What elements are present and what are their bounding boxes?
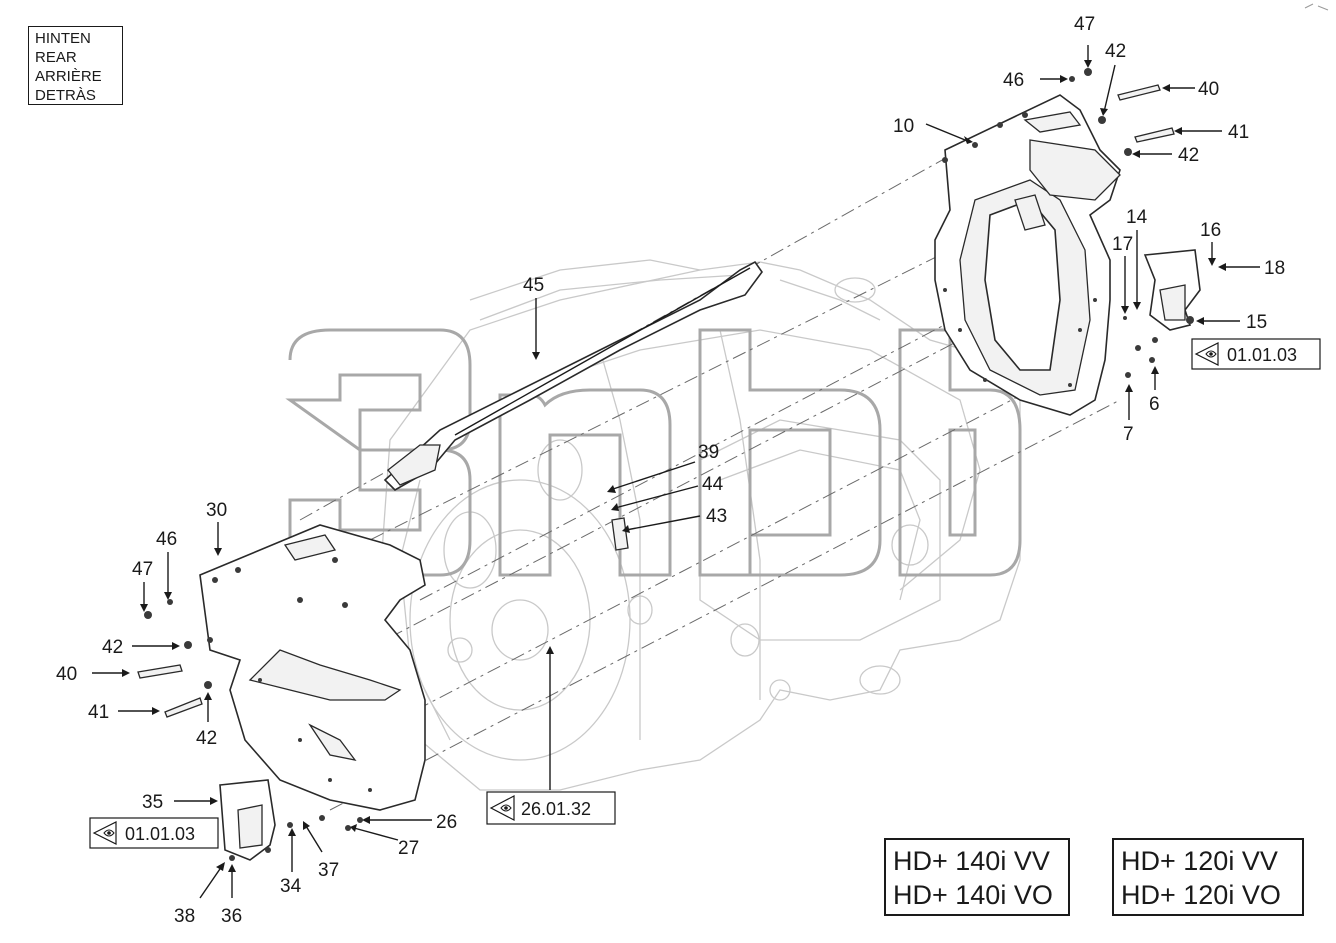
callout-41-top: 41 (1228, 122, 1249, 143)
callout-46-left: 46 (156, 529, 177, 550)
reference-code-left: 01.01.03 (125, 824, 195, 844)
eye-icon (489, 795, 515, 821)
orientation-line-1: HINTEN (35, 30, 91, 47)
callout-39: 39 (698, 442, 719, 463)
callout-36: 36 (221, 906, 242, 927)
reference-code-center: 26.01.32 (521, 799, 591, 819)
callout-34: 34 (280, 876, 302, 897)
eye-icon (1194, 342, 1219, 366)
callout-47-left: 47 (132, 559, 153, 580)
callout-27: 27 (398, 838, 419, 859)
reference-box-left[interactable]: 01.01.03 (89, 817, 219, 849)
leader-arrows (92, 45, 1260, 899)
watermark-logo: TM (285, 321, 1022, 577)
part-rail-45 (383, 260, 763, 491)
model-box-140i: HD+ 140i VV HD+ 140i VO (884, 838, 1070, 916)
callout-43: 43 (706, 506, 727, 527)
part-bracket-15 (1069, 68, 1201, 378)
orientation-label: HINTEN REAR ARRIÈRE DETRÀS (28, 26, 123, 105)
ghost-housing (379, 259, 1021, 791)
callout-42-top: 42 (1105, 41, 1126, 62)
callout-30: 30 (206, 500, 227, 521)
callout-16: 16 (1200, 220, 1221, 241)
orientation-line-4: DETRÀS (35, 87, 96, 104)
callout-10: 10 (893, 116, 914, 137)
orientation-line-3: ARRIÈRE (35, 68, 102, 85)
orientation-line-2: REAR (35, 49, 77, 66)
model-140i-vo: HD+ 140i VO (893, 880, 1053, 910)
part-cover-10 (934, 94, 1121, 416)
callout-46-top: 46 (1003, 70, 1024, 91)
callout-41-left: 41 (88, 702, 109, 723)
reference-box-right[interactable]: 01.01.03 (1191, 338, 1321, 370)
model-120i-vo: HD+ 120i VO (1121, 880, 1281, 910)
eye-icon (92, 821, 117, 845)
callout-26: 26 (436, 812, 457, 833)
callout-18: 18 (1264, 258, 1285, 279)
callout-42-mid: 42 (1178, 145, 1199, 166)
callout-7: 7 (1123, 424, 1134, 445)
callout-labels: 47 42 46 40 10 41 42 14 16 17 18 15 6 7 … (56, 14, 1285, 927)
callout-40-top: 40 (1198, 79, 1219, 100)
callout-6: 6 (1149, 394, 1160, 415)
callout-40-left: 40 (56, 664, 77, 685)
reference-box-center[interactable]: 26.01.32 (486, 791, 616, 825)
callout-44: 44 (702, 474, 724, 495)
model-120i-vv: HD+ 120i VV (1121, 846, 1278, 876)
callout-35: 35 (142, 792, 163, 813)
reference-code-right: 01.01.03 (1227, 345, 1297, 365)
part-cover-30 (199, 524, 426, 811)
callout-42-left: 42 (102, 637, 123, 658)
callout-14: 14 (1126, 207, 1148, 228)
corner-mark (1304, 3, 1329, 11)
callout-45: 45 (523, 275, 544, 296)
model-140i-vv: HD+ 140i VV (893, 846, 1050, 876)
callout-38: 38 (174, 906, 195, 927)
callout-17: 17 (1112, 234, 1133, 255)
callout-42-low: 42 (196, 728, 217, 749)
callout-37: 37 (318, 860, 339, 881)
part-bracket-35 (137, 517, 629, 861)
model-box-120i: HD+ 120i VV HD+ 120i VO (1112, 838, 1304, 916)
callout-47-top: 47 (1074, 14, 1095, 35)
callout-15: 15 (1246, 312, 1267, 333)
